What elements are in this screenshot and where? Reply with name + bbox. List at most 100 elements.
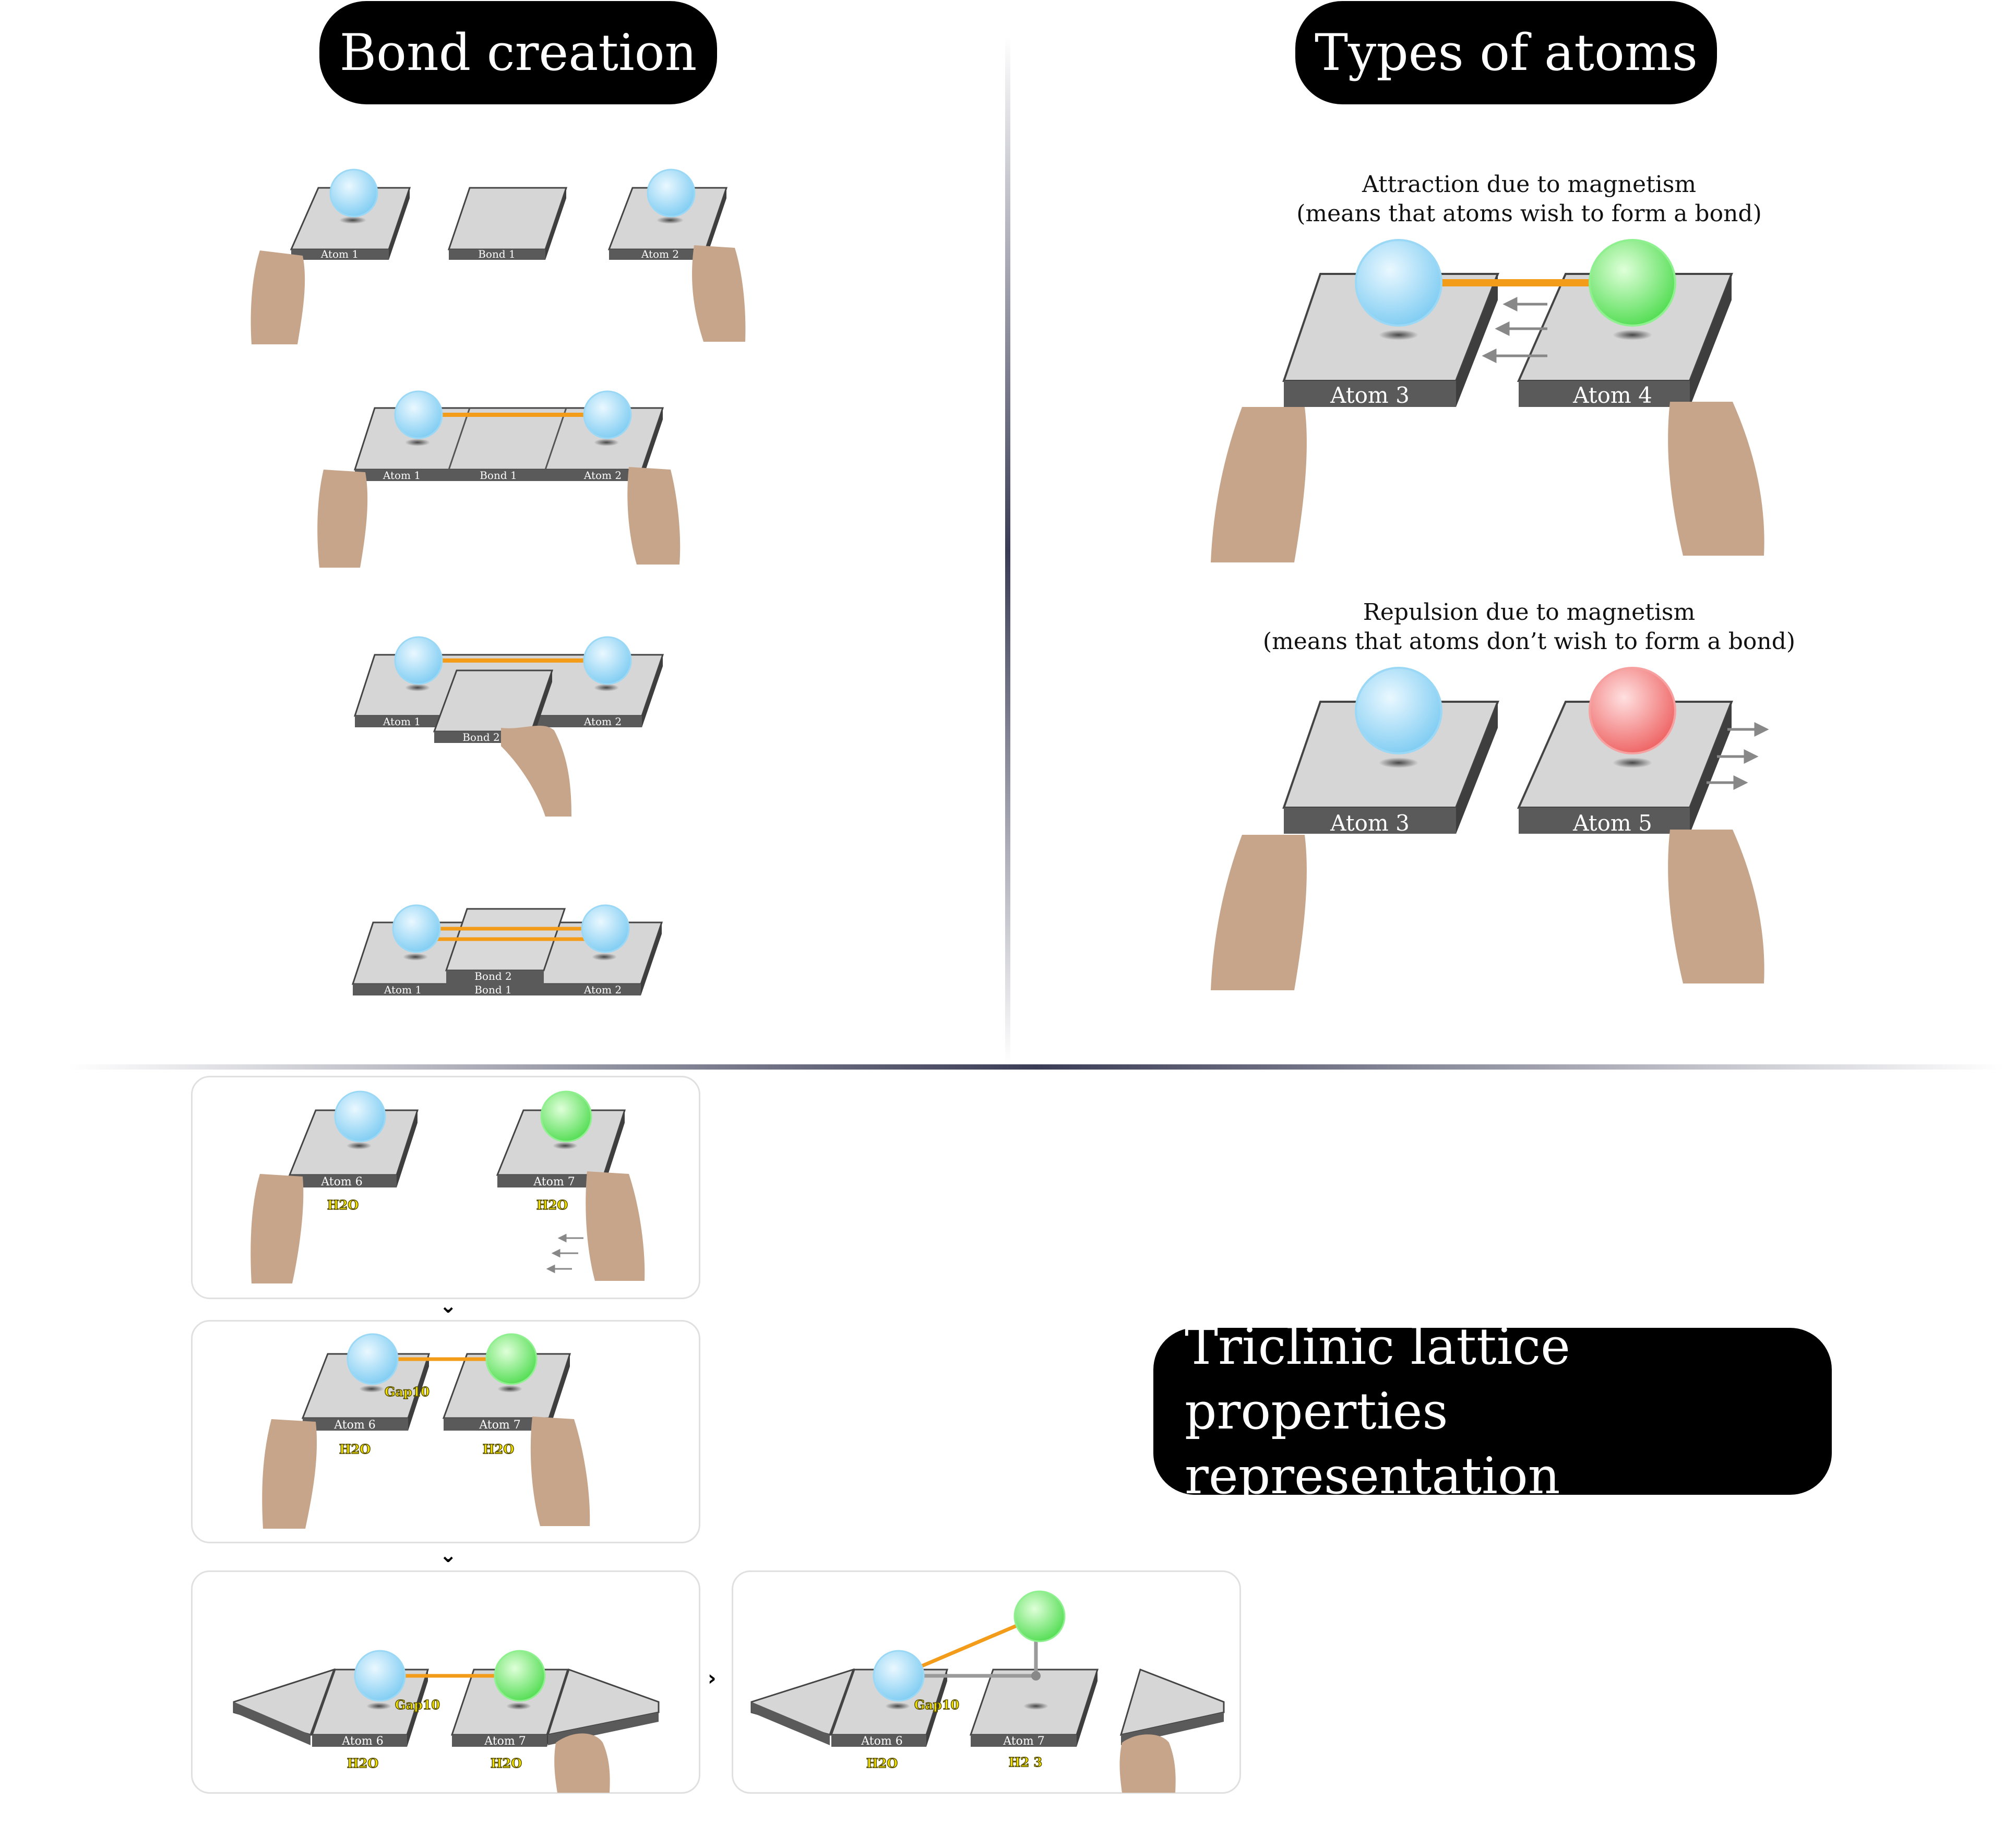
formula-label: H2O — [339, 1442, 371, 1457]
bond-row-2: Atom 1 Bond 1 Atom 2 — [317, 390, 681, 568]
formula-label: H2O — [327, 1197, 359, 1213]
atom-sphere — [1013, 1590, 1066, 1642]
tile-label: Atom 2 — [583, 983, 622, 996]
left-arrows-icon — [546, 1233, 583, 1274]
repulsion-scene: Atom 3 Atom 5 — [1211, 667, 1769, 990]
bond-row-3: Atom 1 Atom 2 Bond 2 — [353, 636, 664, 817]
attraction-caption-line1: Attraction due to magnetism — [1362, 171, 1697, 198]
atom-sphere — [873, 1650, 925, 1702]
hand-icon — [250, 250, 305, 344]
gap-label: Gap10 — [385, 1384, 430, 1399]
atom-sphere — [329, 169, 378, 218]
tile-label: Atom 1 — [383, 715, 421, 728]
attraction-caption-line2: (means that atoms wish to form a bond) — [1296, 200, 1762, 227]
vertical-divider — [1005, 37, 1010, 1064]
chevron-down-icon: ⌄ — [439, 1294, 457, 1318]
tile-label: Bond 1 — [474, 983, 512, 996]
hand-icon — [1119, 1734, 1176, 1793]
tile-label: Atom 1 — [384, 983, 422, 996]
formula-label: H2O — [866, 1756, 898, 1771]
hand-icon — [627, 467, 681, 565]
atom-sphere — [583, 636, 632, 685]
tile-label: Atom 7 — [1003, 1735, 1044, 1748]
tile-label: Atom 6 — [341, 1735, 383, 1748]
atom-sphere — [347, 1333, 399, 1385]
title-triclinic-line2: properties representation — [1185, 1382, 1560, 1505]
atom-sphere — [1355, 667, 1442, 754]
tile-label: Bond 2 — [462, 731, 500, 743]
chevron-down-icon: ⌄ — [439, 1543, 457, 1567]
attraction-caption: Attraction due to magnetism (means that … — [1216, 170, 1842, 229]
formula-label: H2O — [347, 1756, 378, 1771]
lattice-card-3-scene: Atom 6 H2O Atom 7 H2O Gap10 — [233, 1650, 660, 1793]
atom-sphere — [540, 1090, 592, 1143]
title-bond-creation: Bond creation — [319, 1, 717, 104]
lattice-card-2-scene: Atom 6 H2O Atom 7 H2O Gap10 — [262, 1333, 590, 1529]
atom-sphere — [394, 636, 443, 685]
tile-atom-1: Atom 1 — [290, 169, 411, 260]
hand-icon — [262, 1419, 317, 1529]
lattice-card-1-scene: Atom 6 H2O Atom 7 H2O — [250, 1090, 645, 1283]
tile-label: Atom 3 — [1330, 810, 1410, 836]
atom-sphere — [494, 1650, 546, 1702]
hand-icon — [530, 1417, 590, 1526]
tile-label: Bond 2 — [474, 970, 512, 982]
tile-bond-1: Bond 1 — [447, 187, 568, 260]
atom-sphere — [1355, 239, 1442, 327]
tile-label: Atom 2 — [583, 469, 622, 482]
bond-row-4: Atom 1 Bond 2 Bond 1 Atom 2 — [351, 904, 663, 996]
atom-sphere — [583, 390, 632, 439]
tile-label: Atom 1 — [383, 469, 421, 482]
tile-label: Atom 5 — [1572, 810, 1652, 836]
bond-row-1: Atom 1 Bond 1 Atom 2 — [250, 169, 746, 344]
title-types-of-atoms: Types of atoms — [1295, 1, 1717, 104]
atom-sphere — [485, 1333, 538, 1385]
atom-sphere — [581, 904, 630, 953]
tile-label: Atom 7 — [533, 1175, 575, 1189]
formula-label: H2O — [483, 1442, 514, 1457]
attraction-scene: Atom 3 Atom 4 — [1211, 239, 1764, 562]
hand-icon — [1211, 407, 1307, 562]
formula-label: H2 3 — [1009, 1755, 1042, 1770]
right-arrows-icon — [1707, 722, 1769, 790]
tile-label: Atom 2 — [583, 715, 622, 728]
tile-label: Atom 3 — [1330, 382, 1410, 408]
hand-icon — [250, 1174, 304, 1283]
gap-label: Gap10 — [914, 1697, 959, 1712]
tile-label: Atom 2 — [641, 248, 679, 260]
hand-icon — [501, 725, 571, 817]
tile-label: Bond 1 — [478, 248, 516, 260]
tile-label: Atom 6 — [861, 1735, 902, 1748]
tile-label: Atom 6 — [320, 1175, 362, 1189]
tile-label: Atom 6 — [333, 1419, 375, 1432]
horizontal-divider — [68, 1064, 2004, 1070]
tile-label: Atom 1 — [320, 248, 359, 260]
atom-sphere — [394, 390, 443, 439]
atom-sphere — [334, 1090, 386, 1143]
tile-label: Atom 4 — [1572, 382, 1652, 408]
atom-sphere — [647, 169, 696, 218]
hand-icon — [1668, 402, 1764, 556]
atom-sphere — [1589, 239, 1676, 327]
tile-label: Atom 7 — [484, 1735, 526, 1748]
tile-label: Atom 7 — [479, 1419, 520, 1432]
hand-icon — [1668, 830, 1764, 983]
title-triclinic-lattice: Triclinic lattice properties representat… — [1153, 1317, 1832, 1505]
lattice-card-4-scene: Atom 6 H2O Atom 7 H2 3 Gap10 — [750, 1590, 1225, 1793]
title-triclinic-line1: Triclinic lattice — [1185, 1317, 1570, 1376]
atom-sphere — [354, 1650, 406, 1702]
repulsion-caption: Repulsion due to magnetism (means that a… — [1216, 598, 1842, 656]
hand-icon — [317, 470, 368, 568]
formula-label: H2O — [491, 1756, 522, 1771]
atom-sphere — [1589, 667, 1676, 754]
repulsion-caption-line1: Repulsion due to magnetism — [1363, 599, 1696, 626]
repulsion-caption-line2: (means that atoms don’t wish to form a b… — [1262, 628, 1796, 655]
hand-icon — [586, 1171, 645, 1281]
hand-icon — [692, 245, 746, 342]
formula-label: H2O — [536, 1197, 568, 1213]
tile-label: Bond 1 — [480, 469, 517, 482]
lattice-step-card-3 — [191, 1570, 700, 1794]
left-arrows-icon — [1482, 296, 1547, 364]
hand-icon — [554, 1733, 610, 1793]
